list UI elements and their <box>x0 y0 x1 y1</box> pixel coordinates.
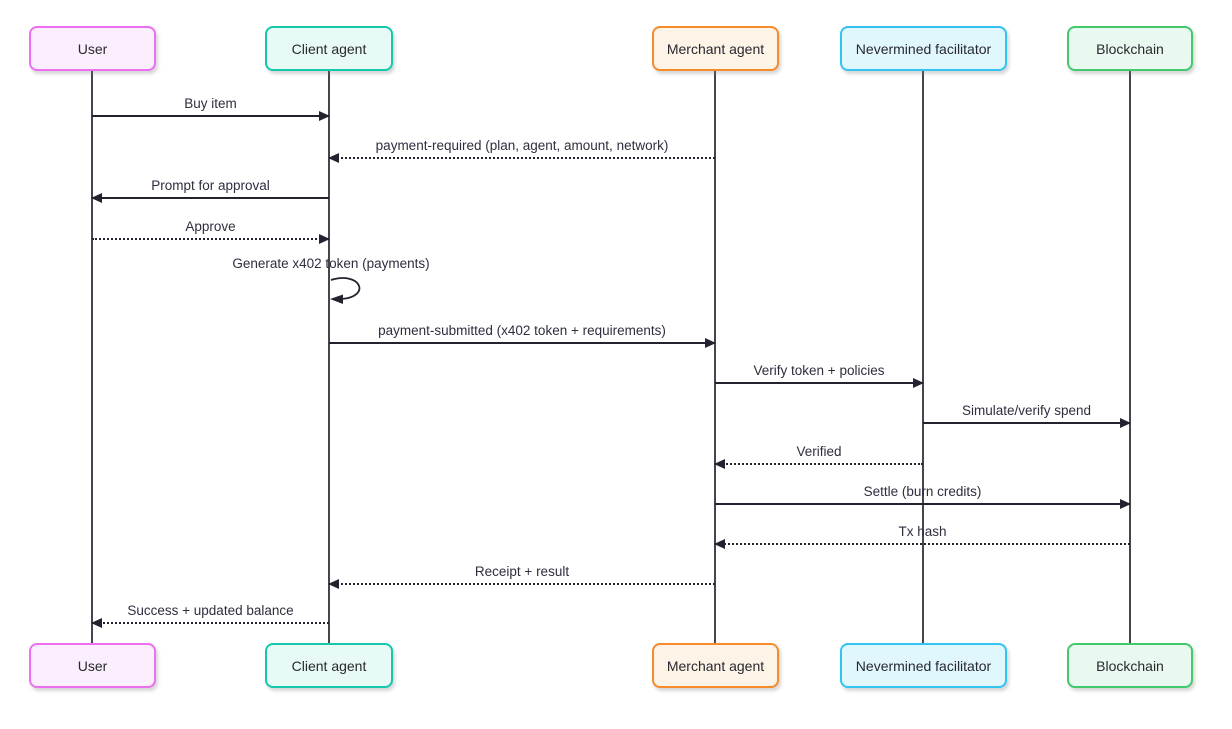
message-line <box>715 503 1130 505</box>
actor-label: Merchant agent <box>666 40 765 57</box>
message-label: Buy item <box>184 96 237 111</box>
arrowhead-left-icon <box>714 459 725 469</box>
actor-merchant-agent-top: Merchant agent <box>652 26 779 71</box>
lifeline-client-agent <box>328 71 330 643</box>
message-line <box>92 238 329 240</box>
arrowhead-right-icon <box>913 378 924 388</box>
arrowhead-left-icon <box>328 153 339 163</box>
arrowhead-right-icon <box>319 111 330 121</box>
arrowhead-left-icon <box>91 618 102 628</box>
lifeline-nevermined-facilitator <box>922 71 924 643</box>
message-label: Approve <box>185 219 236 234</box>
message-line <box>92 197 329 199</box>
arrowhead-left-icon <box>714 539 725 549</box>
message-label: Prompt for approval <box>151 178 270 193</box>
message-label: Receipt + result <box>474 564 570 579</box>
message-line <box>923 422 1130 424</box>
message-label: Tx hash <box>898 524 947 539</box>
lifeline-user <box>91 71 93 643</box>
actor-nevermined-facilitator-bottom: Nevermined facilitator <box>840 643 1007 688</box>
message-label: Verify token + policies <box>753 363 885 378</box>
message-line <box>329 583 715 585</box>
message-line <box>715 382 923 384</box>
actor-blockchain-top: Blockchain <box>1067 26 1193 71</box>
message-line <box>329 157 715 159</box>
message-label: payment-submitted (x402 token + requirem… <box>378 323 666 338</box>
arrowhead-left-icon <box>328 579 339 589</box>
arrowhead-right-icon <box>1120 499 1131 509</box>
lifeline-merchant-agent <box>714 71 716 643</box>
arrowhead-right-icon <box>319 234 330 244</box>
actor-nevermined-facilitator-top: Nevermined facilitator <box>840 26 1007 71</box>
actor-blockchain-bottom: Blockchain <box>1067 643 1193 688</box>
message-line <box>715 543 1130 545</box>
arrowhead-left-icon <box>91 193 102 203</box>
message-line <box>329 342 715 344</box>
actor-label: Nevermined facilitator <box>855 657 992 674</box>
actor-user-top: User <box>29 26 156 71</box>
message-line <box>715 463 923 465</box>
message-label: Settle (burn credits) <box>863 484 982 499</box>
message-line <box>92 115 329 117</box>
actor-label: Client agent <box>291 40 367 57</box>
actor-label: User <box>77 657 108 674</box>
actor-label: Merchant agent <box>666 657 765 674</box>
message-line <box>92 622 329 624</box>
message-label: Generate x402 token (payments) <box>232 256 430 271</box>
arrowhead-right-icon <box>1120 418 1131 428</box>
actor-client-agent-top: Client agent <box>265 26 393 71</box>
actor-client-agent-bottom: Client agent <box>265 643 393 688</box>
actor-label: Blockchain <box>1096 657 1164 674</box>
arrowhead-right-icon <box>705 338 716 348</box>
actor-label: Client agent <box>291 657 367 674</box>
actor-label: User <box>77 40 108 57</box>
actor-label: Blockchain <box>1096 40 1164 57</box>
message-label: Simulate/verify spend <box>961 403 1092 418</box>
actor-merchant-agent-bottom: Merchant agent <box>652 643 779 688</box>
actor-label: Nevermined facilitator <box>855 40 992 57</box>
message-label: Verified <box>796 444 842 459</box>
actor-user-bottom: User <box>29 643 156 688</box>
lifeline-blockchain <box>1129 71 1131 643</box>
message-label: payment-required (plan, agent, amount, n… <box>375 138 669 153</box>
self-loop-arrow <box>330 277 361 304</box>
message-label: Success + updated balance <box>127 603 294 618</box>
